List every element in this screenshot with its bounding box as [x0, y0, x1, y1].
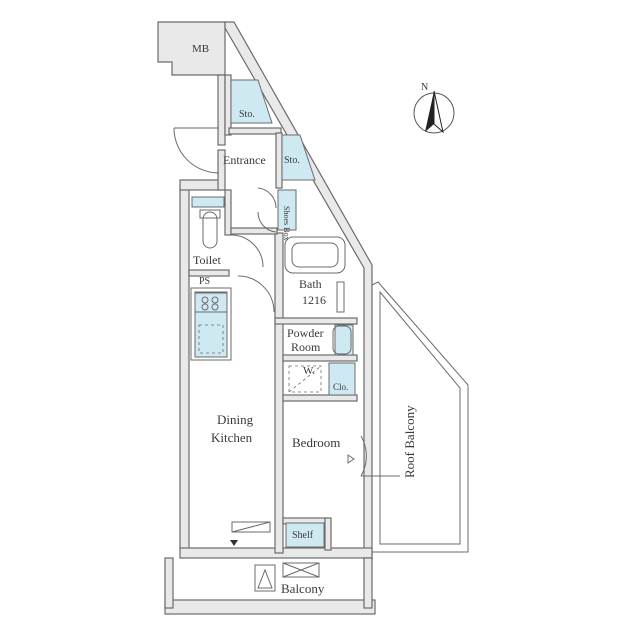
- label-dining-line1: Dining: [217, 412, 254, 427]
- label-dining-line2: Kitchen: [211, 430, 253, 445]
- north-label: N: [421, 82, 428, 93]
- label-bath: Bath: [299, 277, 322, 291]
- label-walk-in-closet: W.: [303, 365, 315, 377]
- label-shoes-box: Shoes Box: [282, 206, 291, 240]
- label-closet: Clo.: [333, 382, 348, 392]
- interior-walls: [188, 74, 358, 554]
- label-toilet: Toilet: [193, 253, 221, 267]
- label-bath-size: 1216: [302, 293, 326, 307]
- label-storage-top: Sto.: [239, 109, 255, 120]
- north-arrow-icon: [413, 90, 455, 134]
- roof-balcony-area: [371, 281, 469, 553]
- label-bedroom: Bedroom: [292, 435, 340, 450]
- label-powder-room-line1: Powder: [287, 326, 324, 340]
- label-shelf: Shelf: [292, 530, 314, 541]
- fixtures: [190, 209, 355, 592]
- label-storage-side: Sto.: [284, 155, 300, 166]
- label-powder-room-line2: Room: [291, 340, 321, 354]
- label-ps: PS: [199, 276, 210, 287]
- label-balcony: Balcony: [281, 581, 325, 596]
- label-entrance: Entrance: [223, 153, 266, 167]
- doors: [173, 127, 400, 477]
- label-roof-balcony: Roof Balcony: [402, 405, 417, 478]
- storage-areas: [191, 79, 356, 548]
- label-mb: MB: [192, 43, 209, 55]
